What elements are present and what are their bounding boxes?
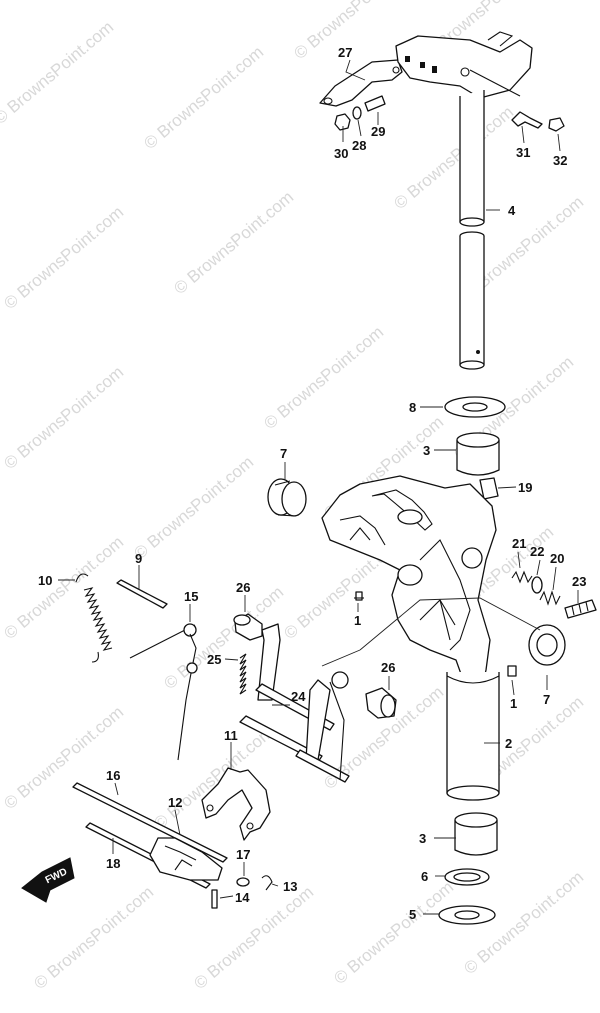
label-7-lower: 7 (543, 692, 550, 707)
mount-rubber-7-lower (528, 624, 566, 666)
label-31: 31 (516, 145, 530, 160)
label-20: 20 (550, 551, 564, 566)
bolt-26-right (365, 687, 397, 719)
label-29: 29 (371, 124, 385, 139)
washer-6 (444, 868, 490, 886)
bushing-3-upper (456, 432, 500, 476)
part-labels: 27 30 28 29 31 32 4 8 7 3 19 21 22 20 23… (38, 45, 586, 922)
label-18: 18 (106, 856, 120, 871)
watermark-text: © BrownsPoint.com (130, 452, 257, 563)
label-19: 19 (518, 480, 532, 495)
label-5: 5 (409, 907, 416, 922)
watermark-text: © BrownsPoint.com (260, 322, 387, 433)
spring-25 (239, 653, 247, 695)
label-10: 10 (38, 573, 52, 588)
thrust-washer-8 (444, 396, 506, 418)
bolt-26-left (233, 613, 263, 641)
rod-16 (72, 782, 228, 863)
nut-30 (334, 113, 351, 131)
label-8: 8 (409, 400, 416, 415)
label-26-right: 26 (381, 660, 395, 675)
label-28: 28 (352, 138, 366, 153)
label-14: 14 (235, 890, 250, 905)
label-16: 16 (106, 768, 120, 783)
washer-22 (531, 576, 543, 594)
label-2: 2 (505, 736, 512, 751)
label-22: 22 (530, 544, 544, 559)
watermark-text: © BrownsPoint.com (0, 202, 127, 313)
clip-31 (511, 111, 543, 129)
pin-9 (116, 579, 168, 609)
bushing-3-lower (454, 812, 498, 856)
label-1-left: 1 (354, 613, 361, 628)
clip-13 (261, 875, 273, 891)
watermark-text: © BrownsPoint.com (390, 102, 517, 213)
label-4: 4 (508, 203, 516, 218)
watermark-text: © BrownsPoint.com (0, 17, 117, 128)
label-12: 12 (168, 795, 182, 810)
label-9: 9 (135, 551, 142, 566)
spring-20 (539, 590, 561, 606)
label-21: 21 (512, 536, 526, 551)
watermark-text: © BrownsPoint.com (30, 882, 157, 993)
label-30: 30 (334, 146, 348, 161)
swivel-shaft-4 (459, 90, 485, 370)
washer-17 (236, 877, 250, 887)
label-3-lower: 3 (419, 831, 426, 846)
washer-5 (438, 905, 496, 925)
watermark-text: © BrownsPoint.com (190, 882, 317, 993)
tube-2 (446, 672, 500, 801)
spring-10 (75, 573, 113, 663)
mount-rubber-7-upper (267, 478, 307, 517)
fwd-arrow: FWD (21, 857, 75, 903)
bolt-23 (564, 599, 597, 619)
watermark-text: © BrownsPoint.com (170, 187, 297, 298)
label-23: 23 (572, 574, 586, 589)
bracket-12 (149, 837, 223, 881)
label-17: 17 (236, 847, 250, 862)
leader-lines (58, 59, 579, 915)
damper-19 (479, 477, 499, 500)
plate-11 (201, 767, 271, 841)
watermark-text: © BrownsPoint.com (0, 362, 127, 473)
grease-nipple-1-left (354, 591, 364, 601)
label-13: 13 (283, 879, 297, 894)
bracket-27 (319, 59, 403, 107)
label-26-left: 26 (236, 580, 250, 595)
label-32: 32 (553, 153, 567, 168)
washer-28 (352, 106, 362, 120)
spring-21 (511, 570, 533, 584)
label-25: 25 (207, 652, 221, 667)
watermark-text: © BrownsPoint.com (330, 877, 457, 988)
label-24: 24 (291, 689, 306, 704)
label-7-upper: 7 (280, 446, 287, 461)
bolt-32 (548, 117, 565, 132)
rod-15 (129, 623, 198, 761)
steering-bracket-upper (395, 31, 533, 99)
watermark-text: © BrownsPoint.com (0, 532, 127, 643)
grease-nipple-1-right (507, 665, 517, 677)
label-3-upper: 3 (423, 443, 430, 458)
label-6: 6 (421, 869, 428, 884)
label-27: 27 (338, 45, 352, 60)
tilt-lever-24 (239, 623, 350, 783)
label-11: 11 (224, 728, 238, 743)
pin-14 (211, 889, 218, 909)
watermark-text: © BrownsPoint.com (0, 702, 127, 813)
label-1-right: 1 (510, 696, 517, 711)
watermark-text: © BrownsPoint.com (140, 42, 267, 153)
label-15: 15 (184, 589, 198, 604)
bolt-29 (364, 95, 386, 112)
